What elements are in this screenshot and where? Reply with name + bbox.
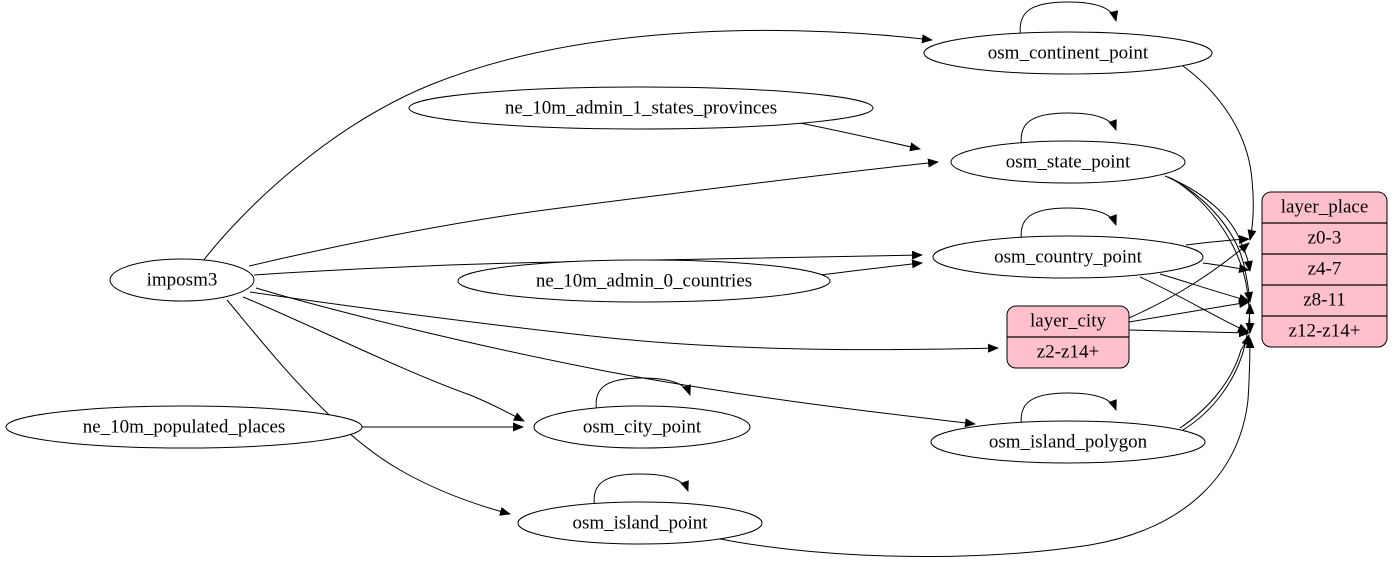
node-label-ne_10m_admin_0_countries: ne_10m_admin_0_countries — [536, 270, 752, 291]
record-row-layer_place-z12-z14plus[interactable]: z12-z14+ — [1289, 320, 1361, 341]
edge-imposm3-osm_island_point — [226, 299, 511, 516]
node-label-imposm3: imposm3 — [147, 269, 218, 290]
edge-osm_continent_point-z0_3 — [1182, 65, 1257, 241]
edge-osm_country_point-z8_11 — [1159, 273, 1250, 303]
record-row-layer_place-z0-3[interactable]: z0-3 — [1308, 227, 1342, 248]
selfloop-osm_city_point — [595, 377, 691, 414]
node-imposm3[interactable]: imposm3 — [109, 258, 255, 302]
node-osm_island_point[interactable]: osm_island_point — [517, 501, 763, 545]
node-label-ne_10m_populated_places: ne_10m_populated_places — [83, 416, 286, 437]
node-ne_10m_admin_0_countries[interactable]: ne_10m_admin_0_countries — [457, 259, 831, 303]
edge-layer_city-z12_z14 — [1128, 328, 1250, 338]
node-label-osm_continent_point: osm_continent_point — [988, 42, 1149, 63]
selfloop-osm_continent_point — [1019, 1, 1119, 39]
record-header-layer_place: layer_place — [1281, 196, 1369, 217]
edge-osm_state_point-z8_11 — [1167, 176, 1254, 303]
edge-imposm3-osm_continent_point — [202, 29, 933, 262]
record-row-layer_city-z2-z14plus[interactable]: z2-z14+ — [1037, 341, 1099, 362]
edge-layer_city-z0_3 — [1128, 242, 1250, 319]
node-osm_continent_point[interactable]: osm_continent_point — [923, 31, 1213, 75]
node-label-ne_10m_admin_1_states_provinces: ne_10m_admin_1_states_provinces — [505, 97, 777, 118]
edge-osm_island_point-z12_z14 — [705, 337, 1255, 558]
edge-imposm3-osm_island_polygon — [255, 287, 976, 428]
selfloop-osm_state_point — [1020, 112, 1117, 149]
edge-layer_city-z8_11 — [1128, 299, 1250, 323]
node-ne_10m_populated_places[interactable]: ne_10m_populated_places — [5, 405, 363, 449]
edge-imposm3-osm_state_point — [248, 158, 939, 267]
edge-states_provinces-osm_state_point — [799, 122, 921, 152]
record-row-layer_place-z8-11[interactable]: z8-11 — [1303, 289, 1346, 310]
record-node-layer_city[interactable]: layer_city z2-z14+ — [1006, 305, 1130, 369]
node-osm_state_point[interactable]: osm_state_point — [950, 140, 1186, 184]
edge-layer — [202, 29, 1257, 558]
edge-osm_country_point-z0_3 — [1185, 234, 1250, 246]
node-osm_city_point[interactable]: osm_city_point — [533, 405, 751, 449]
edge-osm_island_polygon-z8_11 — [1182, 303, 1255, 431]
edge-imposm3-layer_city — [249, 291, 999, 353]
edge-imposm3-osm_city_point — [242, 296, 525, 422]
edge-admin_0_countries-osm_country_point — [819, 259, 923, 276]
edge-osm_island_polygon-z12_z14 — [1179, 334, 1251, 429]
edge-osm_state_point-z12_z14 — [1170, 177, 1255, 334]
node-ne_10m_admin_1_states_provinces[interactable]: ne_10m_admin_1_states_provinces — [408, 86, 874, 130]
node-label-osm_island_point: osm_island_point — [572, 512, 708, 533]
selfloop-osm_island_point — [593, 473, 689, 510]
node-osm_country_point[interactable]: osm_country_point — [932, 235, 1204, 279]
edge-osm_country_point-z12_z14 — [1139, 276, 1249, 333]
node-label-osm_country_point: osm_country_point — [994, 246, 1142, 267]
node-label-osm_city_point: osm_city_point — [583, 416, 702, 437]
record-header-layer_city: layer_city — [1030, 310, 1106, 331]
record-row-layer_place-z4-7[interactable]: z4-7 — [1308, 258, 1342, 279]
record-node-layer_place[interactable]: layer_place z0-3 z4-7 z8-11 z12-z14+ — [1261, 191, 1388, 348]
node-label-osm_state_point: osm_state_point — [1006, 151, 1131, 172]
edge-osm_country_point-z4_7 — [1202, 262, 1250, 274]
selfloop-osm_country_point — [1020, 207, 1117, 244]
node-osm_island_polygon[interactable]: osm_island_polygon — [930, 420, 1206, 464]
node-label-osm_island_polygon: osm_island_polygon — [989, 431, 1148, 452]
selfloop-osm_island_polygon — [1020, 392, 1117, 429]
node-layer: imposm3 ne_10m_admin_1_states_provinces … — [5, 31, 1213, 545]
self-loop-layer — [593, 1, 1119, 510]
